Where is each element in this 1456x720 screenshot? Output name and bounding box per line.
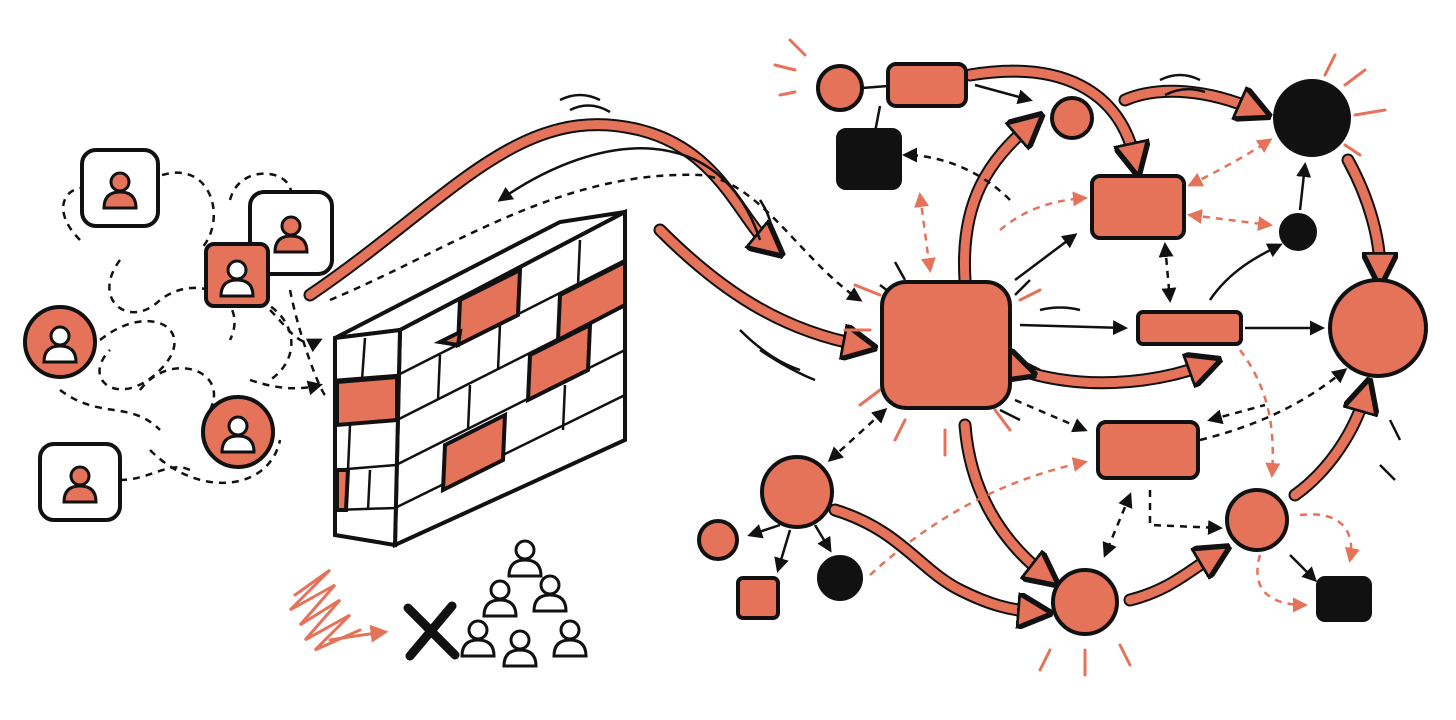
node [697,519,739,561]
node-black [836,128,902,190]
node [1050,96,1094,140]
scribble [288,568,362,652]
user-avatar [201,395,275,469]
brick-wall [333,208,627,549]
node [886,62,968,108]
node [1096,420,1200,480]
user-card-highlighted [204,242,270,308]
node [1328,278,1428,378]
network-connections [747,38,1402,677]
arrow [328,624,389,643]
node-black [1273,79,1351,157]
node [736,576,780,620]
user-card [80,148,160,228]
node-black [817,555,863,601]
node [816,64,864,112]
user-card [248,190,334,276]
network-nodes [697,62,1428,636]
node [1225,488,1289,552]
node-black [1279,213,1317,251]
hub-node [880,280,1012,410]
node [1090,174,1186,240]
node [760,455,834,529]
user-card [38,442,122,522]
cross-icon [403,601,460,661]
node-black [1316,576,1372,622]
crowd-icon [460,539,588,668]
node [1136,310,1243,346]
user-cluster [23,148,334,522]
node [1051,568,1119,636]
user-avatar [23,305,97,379]
